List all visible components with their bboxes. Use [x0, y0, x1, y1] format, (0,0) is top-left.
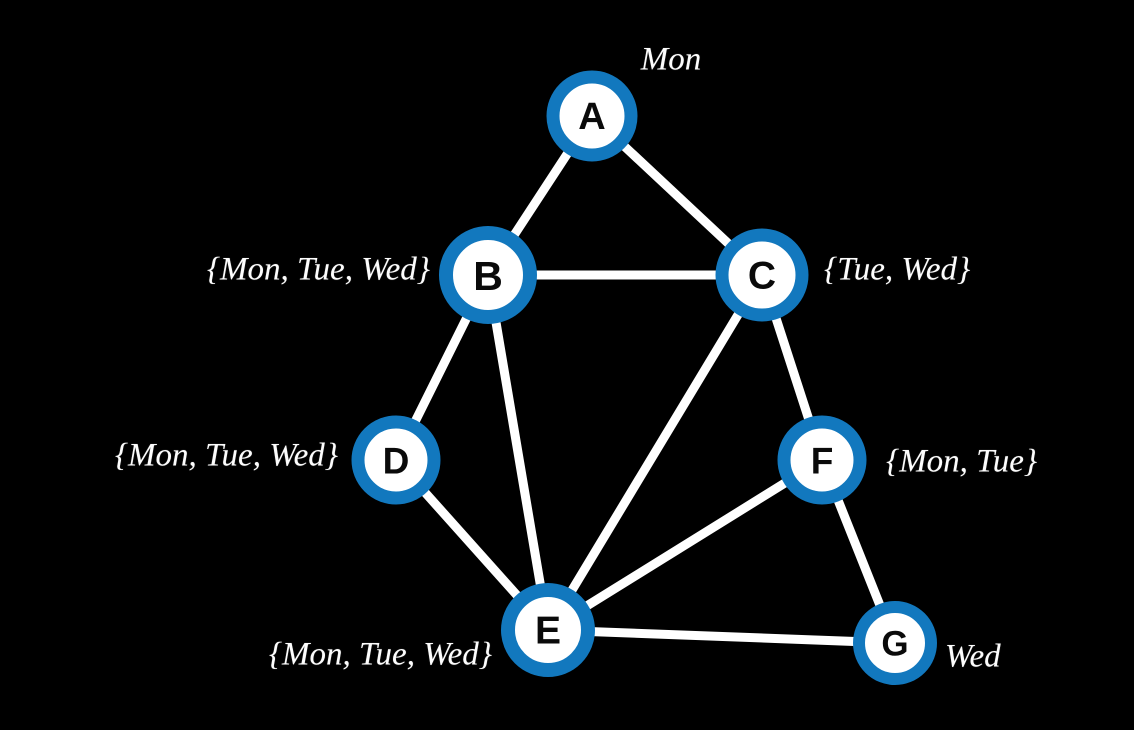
graph-node-c[interactable]: C: [715, 228, 809, 322]
node-letter-e: E: [535, 610, 561, 653]
node-circle-c: [715, 228, 809, 322]
node-circle-g: [853, 601, 937, 685]
domain-label-f: {Mon, Tue}: [886, 443, 1038, 480]
graph-edge-b-e: [483, 270, 553, 635]
node-letter-b: B: [473, 253, 503, 299]
node-circle-f: [777, 415, 867, 505]
domain-label-a: Mon: [640, 41, 702, 78]
graph-node-a[interactable]: A: [546, 70, 638, 162]
node-letter-a: A: [578, 96, 605, 138]
graph-node-b[interactable]: B: [439, 226, 537, 324]
node-letter-d: D: [383, 441, 410, 482]
graph-node-e[interactable]: E: [501, 583, 595, 677]
edges-group: [391, 111, 900, 648]
domain-label-b: {Mon, Tue, Wed}: [206, 251, 430, 288]
domain-label-c: {Tue, Wed}: [824, 251, 971, 288]
domain-label-d: {Mon, Tue, Wed}: [114, 437, 338, 474]
graph-node-g[interactable]: G: [853, 601, 937, 685]
node-letter-g: G: [881, 625, 908, 664]
graph-edge-e-f: [543, 455, 827, 635]
graph-node-f[interactable]: F: [777, 415, 867, 505]
nodes-group: A B C D E F G: [351, 70, 937, 685]
domain-label-e: {Mon, Tue, Wed}: [268, 636, 492, 673]
graph-edge-e-g: [543, 625, 900, 648]
node-circle-b: [439, 226, 537, 324]
node-circle-e: [501, 583, 595, 677]
graph-node-d[interactable]: D: [351, 415, 441, 505]
node-letter-c: C: [748, 255, 776, 298]
graph-edge-c-e: [543, 270, 767, 635]
node-circle-d: [351, 415, 441, 505]
node-circle-a: [546, 70, 638, 162]
node-letter-f: F: [811, 441, 834, 482]
domain-label-g: Wed: [945, 638, 1001, 675]
